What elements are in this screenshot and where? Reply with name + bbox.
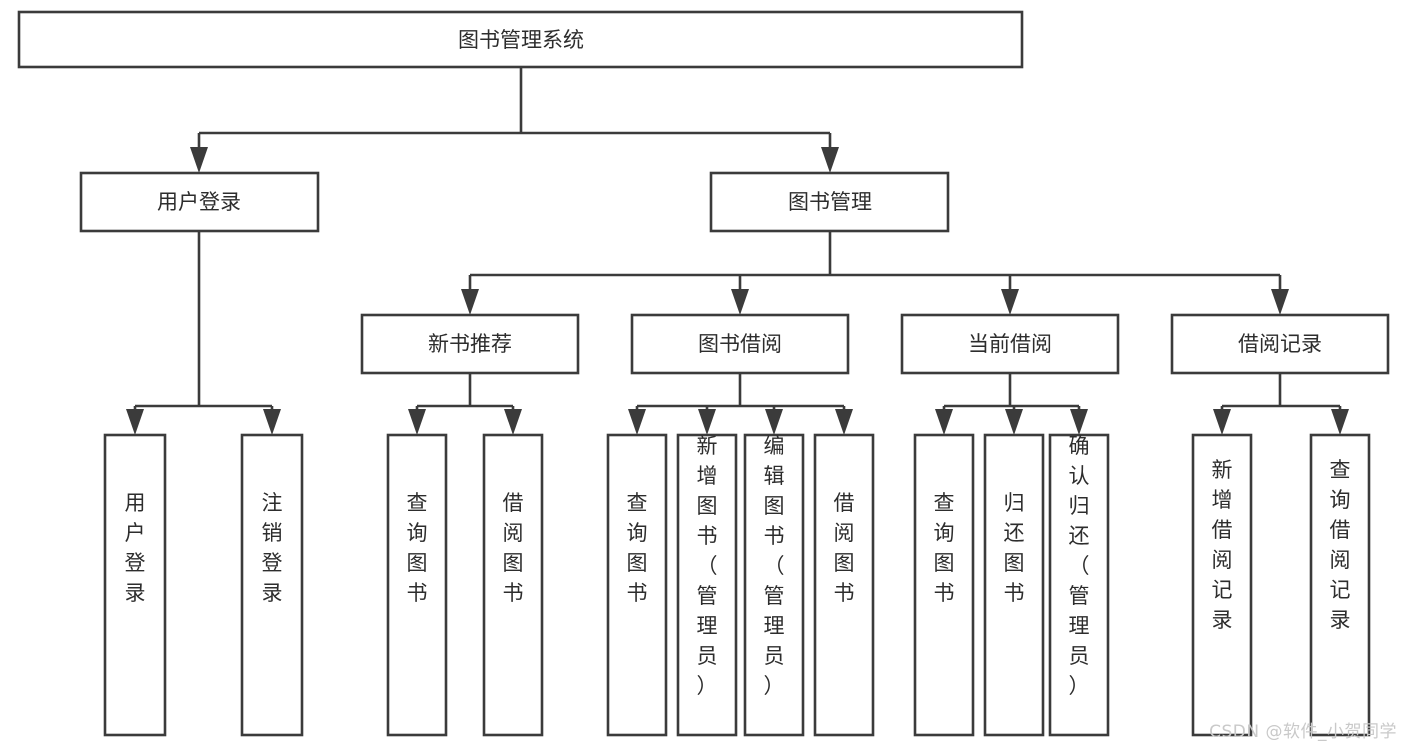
node-current-borrow-label: 当前借阅 [968, 332, 1052, 356]
node-book-borrow-label: 图书借阅 [698, 332, 782, 356]
arrow-head-current [1001, 289, 1019, 315]
node-book-management-label: 图书管理 [788, 190, 872, 214]
node-new-book-recommend-box[interactable] [360, 313, 580, 375]
connector-group-newbook [408, 373, 522, 435]
arrow-head-leaf-bw-add [698, 409, 716, 435]
leaf-node-bw-borrow-book-box[interactable] [813, 433, 875, 737]
leaf-node-rc-add-record[interactable]: 新增借阅记录 [1191, 433, 1253, 737]
leaf-node-user-login-label: 用户登录 [125, 491, 146, 605]
node-borrow-record-label: 借阅记录 [1238, 332, 1322, 356]
leaf-node-bw-edit-book[interactable]: 编辑图书（管理员） [743, 433, 805, 737]
leaf-node-cu-query-book-box[interactable] [913, 433, 975, 737]
leaf-node-cu-query-book-label: 查询图书 [934, 491, 955, 605]
leaf-node-user-login[interactable]: 用户登录 [103, 433, 167, 737]
leaf-node-logout-label: 注销登录 [262, 491, 283, 605]
leaf-nodes-group: 用户登录 注销登录 查询图书 借阅图书 查询图书 新增图书（管理员） [103, 433, 1371, 737]
arrow-head-record [1271, 289, 1289, 315]
leaf-node-bw-add-book-label: 新增图书（管理员） [697, 434, 718, 698]
connector-group-record [1213, 373, 1349, 435]
leaf-node-bw-query-book-label: 查询图书 [627, 491, 648, 605]
arrow-head-borrow [731, 289, 749, 315]
arrow-head-leaf-bw-query [628, 409, 646, 435]
node-current-borrow[interactable]: 当前借阅 [900, 313, 1120, 375]
leaf-node-user-login-box[interactable] [103, 433, 167, 737]
node-book-management-box[interactable] [709, 171, 950, 233]
arrow-head-leaf-cu-return [1005, 409, 1023, 435]
connector-group-current [935, 373, 1088, 435]
node-book-management[interactable]: 图书管理 [709, 171, 950, 233]
connector-group-book-mgmt [461, 231, 1289, 315]
leaf-node-bw-borrow-book[interactable]: 借阅图书 [813, 433, 875, 737]
leaf-node-rc-add-record-label: 新增借阅记录 [1212, 458, 1233, 632]
node-new-book-recommend[interactable]: 新书推荐 [360, 313, 580, 375]
node-user-login[interactable]: 用户登录 [79, 171, 320, 233]
node-current-borrow-box[interactable] [900, 313, 1120, 375]
node-new-book-recommend-label: 新书推荐 [428, 332, 512, 356]
leaf-node-cu-return-book-label: 归还图书 [1004, 491, 1025, 605]
arrow-head-book-mgmt [821, 147, 839, 173]
arrow-head-leaf-logout [263, 409, 281, 435]
leaf-node-bw-edit-book-box[interactable] [743, 433, 805, 737]
node-root[interactable]: 图书管理系统 [17, 10, 1024, 69]
arrow-head-leaf-rc-add [1213, 409, 1231, 435]
leaf-node-nb-query-book[interactable]: 查询图书 [386, 433, 448, 737]
leaf-node-rc-query-record[interactable]: 查询借阅记录 [1309, 433, 1371, 737]
arrow-head-leaf-nb-borrow [504, 409, 522, 435]
leaf-node-logout[interactable]: 注销登录 [240, 433, 304, 737]
node-borrow-record[interactable]: 借阅记录 [1170, 313, 1390, 375]
node-book-borrow-box[interactable] [630, 313, 850, 375]
leaf-node-bw-borrow-book-label: 借阅图书 [834, 491, 855, 605]
node-borrow-record-box[interactable] [1170, 313, 1390, 375]
leaf-node-cu-confirm-return[interactable]: 确认归还（管理员） [1048, 433, 1110, 737]
leaf-node-bw-edit-book-label: 编辑图书（管理员） [764, 434, 785, 698]
leaf-node-cu-confirm-return-label: 确认归还（管理员） [1069, 434, 1090, 698]
node-book-borrow[interactable]: 图书借阅 [630, 313, 850, 375]
arrow-head-leaf-user-login [126, 409, 144, 435]
leaf-node-rc-add-record-box[interactable] [1191, 433, 1253, 737]
leaf-node-nb-borrow-book-box[interactable] [482, 433, 544, 737]
arrow-head-leaf-cu-confirm [1070, 409, 1088, 435]
arrow-head-leaf-bw-borrow [835, 409, 853, 435]
connector-group-root [190, 67, 839, 173]
leaf-node-rc-query-record-label: 查询借阅记录 [1330, 458, 1351, 632]
connector-group-user-login [126, 231, 281, 435]
node-user-login-box[interactable] [79, 171, 320, 233]
leaf-node-bw-query-book[interactable]: 查询图书 [606, 433, 668, 737]
arrow-head-leaf-bw-edit [765, 409, 783, 435]
leaf-node-nb-query-book-label: 查询图书 [407, 491, 428, 605]
leaf-node-cu-return-book-box[interactable] [983, 433, 1045, 737]
connector-group-borrow [628, 373, 853, 435]
arrow-head-leaf-rc-query [1331, 409, 1349, 435]
leaf-node-cu-return-book[interactable]: 归还图书 [983, 433, 1045, 737]
arrow-head-leaf-nb-query [408, 409, 426, 435]
leaf-node-logout-box[interactable] [240, 433, 304, 737]
node-user-login-label: 用户登录 [157, 190, 241, 214]
leaf-node-cu-query-book[interactable]: 查询图书 [913, 433, 975, 737]
leaf-node-nb-borrow-book[interactable]: 借阅图书 [482, 433, 544, 737]
leaf-node-bw-add-book-box[interactable] [676, 433, 738, 737]
leaf-node-bw-query-book-box[interactable] [606, 433, 668, 737]
leaf-node-rc-query-record-box[interactable] [1309, 433, 1371, 737]
leaf-node-bw-add-book[interactable]: 新增图书（管理员） [676, 433, 738, 737]
arrow-head-leaf-cu-query [935, 409, 953, 435]
node-root-box[interactable] [17, 10, 1024, 69]
leaf-node-nb-query-book-box[interactable] [386, 433, 448, 737]
arrow-head-newbook [461, 289, 479, 315]
node-root-label: 图书管理系统 [458, 28, 584, 52]
leaf-node-nb-borrow-book-label: 借阅图书 [503, 491, 524, 605]
csdn-watermark: CSDN @软件_小贺同学 [1209, 722, 1397, 742]
arrow-head-user-login [190, 147, 208, 173]
leaf-node-cu-confirm-return-box[interactable] [1048, 433, 1110, 737]
